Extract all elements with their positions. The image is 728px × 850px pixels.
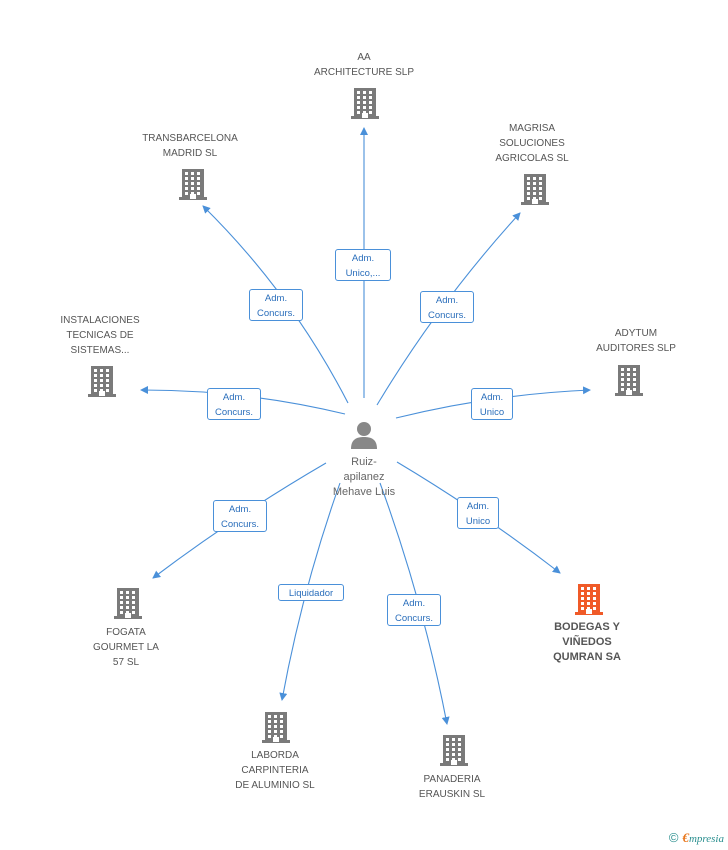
company-node-fogata[interactable]: FOGATA GOURMET LA 57 SL xyxy=(56,625,196,670)
building-icon[interactable] xyxy=(519,172,551,211)
building-icon[interactable] xyxy=(349,86,381,125)
company-node-laborda[interactable]: LABORDA CARPINTERIA DE ALUMINIO SL xyxy=(205,748,345,793)
role-badge-bodegas[interactable]: Adm. Unico xyxy=(457,497,499,529)
role-badge-aa[interactable]: Adm. Unico,... xyxy=(335,249,391,281)
company-node-panaderia[interactable]: PANADERIA ERAUSKIN SL xyxy=(382,772,522,802)
company-label[interactable]: MAGRISA SOLUCIONES AGRICOLAS SL xyxy=(495,123,569,164)
building-icon[interactable] xyxy=(438,733,470,772)
company-node-adytum[interactable]: ADYTUM AUDITORES SLP xyxy=(566,326,706,356)
company-node-instalaciones[interactable]: INSTALACIONES TECNICAS DE SISTEMAS... xyxy=(30,313,170,358)
person-icon[interactable] xyxy=(349,420,379,455)
company-label[interactable]: ADYTUM AUDITORES SLP xyxy=(596,328,676,354)
role-badge-magrisa[interactable]: Adm. Concurs. xyxy=(420,291,474,323)
role-badge-laborda[interactable]: Liquidador xyxy=(278,584,344,601)
company-label[interactable]: BODEGAS Y VIÑEDOS QUMRAN SA xyxy=(553,621,621,663)
brand-initial: € xyxy=(682,830,689,845)
person-label[interactable]: Ruiz- apilanez Mehave Luis xyxy=(332,456,396,498)
brand-name: mpresia xyxy=(688,833,724,845)
company-label[interactable]: TRANSBARCELONA MADRID SL xyxy=(142,133,238,159)
company-node-aa[interactable]: AA ARCHITECTURE SLP xyxy=(294,50,434,80)
copyright-icon: © xyxy=(668,830,679,845)
company-node-magrisa[interactable]: MAGRISA SOLUCIONES AGRICOLAS SL xyxy=(462,121,602,166)
person-node[interactable]: Ruiz- apilanez Mehave Luis xyxy=(314,455,414,500)
building-icon[interactable] xyxy=(86,364,118,403)
building-icon[interactable] xyxy=(177,167,209,206)
role-badge-adytum[interactable]: Adm. Unico xyxy=(471,388,513,420)
building-icon[interactable] xyxy=(573,582,605,621)
role-badge-fogata[interactable]: Adm. Concurs. xyxy=(213,500,267,532)
company-label[interactable]: INSTALACIONES TECNICAS DE SISTEMAS... xyxy=(60,315,140,356)
company-node-bodegas[interactable]: BODEGAS Y VIÑEDOS QUMRAN SA xyxy=(517,620,657,665)
building-icon[interactable] xyxy=(613,363,645,402)
company-label[interactable]: LABORDA CARPINTERIA DE ALUMINIO SL xyxy=(235,750,315,791)
building-icon[interactable] xyxy=(260,710,292,749)
company-label[interactable]: FOGATA GOURMET LA 57 SL xyxy=(93,627,159,668)
building-icon[interactable] xyxy=(112,586,144,625)
company-node-transbarcelona[interactable]: TRANSBARCELONA MADRID SL xyxy=(120,131,260,161)
role-badge-transbarcelona[interactable]: Adm. Concurs. xyxy=(249,289,303,321)
company-label[interactable]: PANADERIA ERAUSKIN SL xyxy=(418,774,486,800)
role-badge-panaderia[interactable]: Adm. Concurs. xyxy=(387,594,441,626)
footer-brand: ©€mpresia xyxy=(669,830,724,846)
company-label[interactable]: AA ARCHITECTURE SLP xyxy=(313,52,414,78)
role-badge-instalaciones[interactable]: Adm. Concurs. xyxy=(207,388,261,420)
